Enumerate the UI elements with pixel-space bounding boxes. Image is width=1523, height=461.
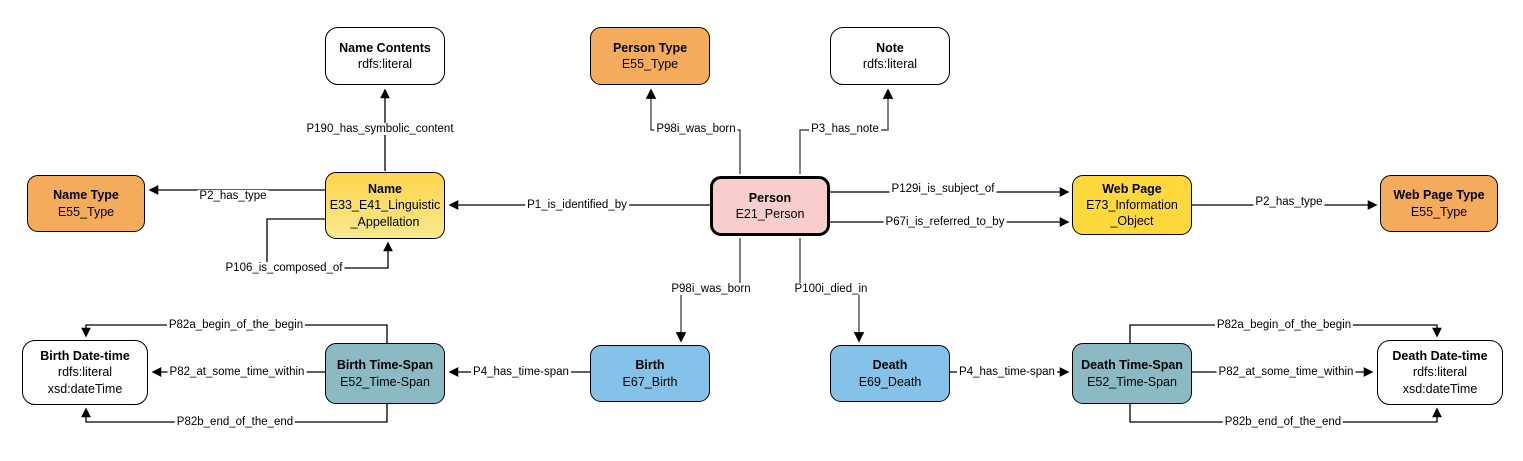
node-death-date-time-title: Death Date-time <box>1392 349 1488 364</box>
node-web-page-class-line2: _Object <box>1110 214 1154 229</box>
edge-label-p4-has-time-span-left: P4_has_time-span <box>471 366 571 378</box>
edge-label-p98i-was-born-bottom: P98i_was_born <box>669 283 753 295</box>
node-birth-date-time-class-line1: rdfs:literal <box>57 365 113 380</box>
node-death-title: Death <box>872 358 908 373</box>
node-name-contents-title: Name Contents <box>339 40 431 55</box>
node-birth-date-time: Birth Date-time rdfs:literal xsd:dateTim… <box>22 340 148 405</box>
node-birth-time-span-title: Birth Time-Span <box>336 358 434 373</box>
node-name-class-line2: _Appellation <box>350 214 420 229</box>
node-web-page-type-class: E55_Type <box>1410 204 1468 219</box>
edge-label-p190-has-symbolic-content: P190_has_symbolic_content <box>304 123 456 135</box>
edge-label-p100i-died-in: P100i_died_in <box>792 283 870 295</box>
node-person-type-class: E55_Type <box>621 57 679 71</box>
node-name: Name E33_E41_Linguistic _Appellation <box>325 172 445 239</box>
node-death-time-span: Death Time-Span E52_Time-Span <box>1072 343 1192 404</box>
node-note: Note rdfs:literal <box>830 27 950 85</box>
node-birth: Birth E67_Birth <box>590 345 710 402</box>
node-birth-date-time-class-line2: xsd:dateTime <box>47 381 123 396</box>
node-birth-date-time-title: Birth Date-time <box>40 349 130 364</box>
node-web-page-type: Web Page Type E55_Type <box>1380 175 1498 232</box>
node-death-date-time-class-line2: xsd:dateTime <box>1402 381 1478 396</box>
node-name-type-title: Name Type <box>53 188 119 203</box>
node-name-contents-class: rdfs:literal <box>357 57 413 71</box>
edge-label-p129i-is-subject-of: P129i_is_subject_of <box>889 183 997 195</box>
node-person-type-title: Person Type <box>612 40 688 55</box>
edge-label-p82a-begin-right: P82a_begin_of_the_begin <box>1214 319 1354 331</box>
node-name-contents: Name Contents rdfs:literal <box>325 27 445 85</box>
node-name-type-class: E55_Type <box>57 204 115 219</box>
node-death-date-time-class-line1: rdfs:literal <box>1412 365 1468 380</box>
edge-label-p98i-was-born-top: P98i_was_born <box>654 123 738 135</box>
edge-label-p67i-is-referred-to-by: P67i_is_referred_to_by <box>883 216 1007 228</box>
edge-label-p106-is-composed-of: P106_is_composed_of <box>223 262 345 274</box>
node-note-title: Note <box>876 40 904 55</box>
node-death-date-time: Death Date-time rdfs:literal xsd:dateTim… <box>1377 340 1503 405</box>
edge-label-p82-within-left: P82_at_some_time_within <box>167 366 307 378</box>
node-web-page: Web Page E73_Information _Object <box>1072 175 1192 235</box>
node-web-page-title: Web Page <box>1102 181 1162 196</box>
node-birth-time-span: Birth Time-Span E52_Time-Span <box>325 343 445 404</box>
node-web-page-class-line1: E73_Information <box>1086 197 1178 212</box>
edge-label-p82a-begin-left: P82a_begin_of_the_begin <box>166 319 306 331</box>
node-death-class: E69_Death <box>858 374 922 389</box>
edge-label-p82-within-right: P82_at_some_time_within <box>1216 366 1356 378</box>
node-note-class: rdfs:literal <box>862 57 918 71</box>
node-person-class: E21_Person <box>735 207 805 221</box>
node-birth-time-span-class: E52_Time-Span <box>340 374 430 389</box>
node-person-title: Person <box>748 190 792 205</box>
edge-label-p82b-end-left: P82b_end_of_the_end <box>174 416 296 428</box>
node-birth-title: Birth <box>635 358 665 373</box>
edge-label-p2-has-type-right: P2_has_type <box>1253 196 1325 208</box>
node-death: Death E69_Death <box>830 345 950 402</box>
edge-label-p82b-end-right: P82b_end_of_the_end <box>1222 416 1344 428</box>
node-name-title: Name <box>367 182 403 197</box>
node-name-class-line1: E33_E41_Linguistic <box>329 198 441 213</box>
node-person: Person E21_Person <box>710 176 830 236</box>
edge-label-p1-is-identified-by: P1_is_identified_by <box>525 199 629 211</box>
node-birth-class: E67_Birth <box>622 374 678 389</box>
edge-label-p3-has-note: P3_has_note <box>809 123 881 135</box>
edge-label-p4-has-time-span-right: P4_has_time-span <box>957 366 1057 378</box>
node-death-time-span-title: Death Time-Span <box>1081 358 1183 373</box>
node-name-type: Name Type E55_Type <box>27 175 145 232</box>
node-web-page-type-title: Web Page Type <box>1393 188 1485 203</box>
node-person-type: Person Type E55_Type <box>590 27 710 85</box>
edge-label-p2-has-type-left: P2_has_type <box>197 190 269 202</box>
node-death-time-span-class: E52_Time-Span <box>1087 374 1177 389</box>
